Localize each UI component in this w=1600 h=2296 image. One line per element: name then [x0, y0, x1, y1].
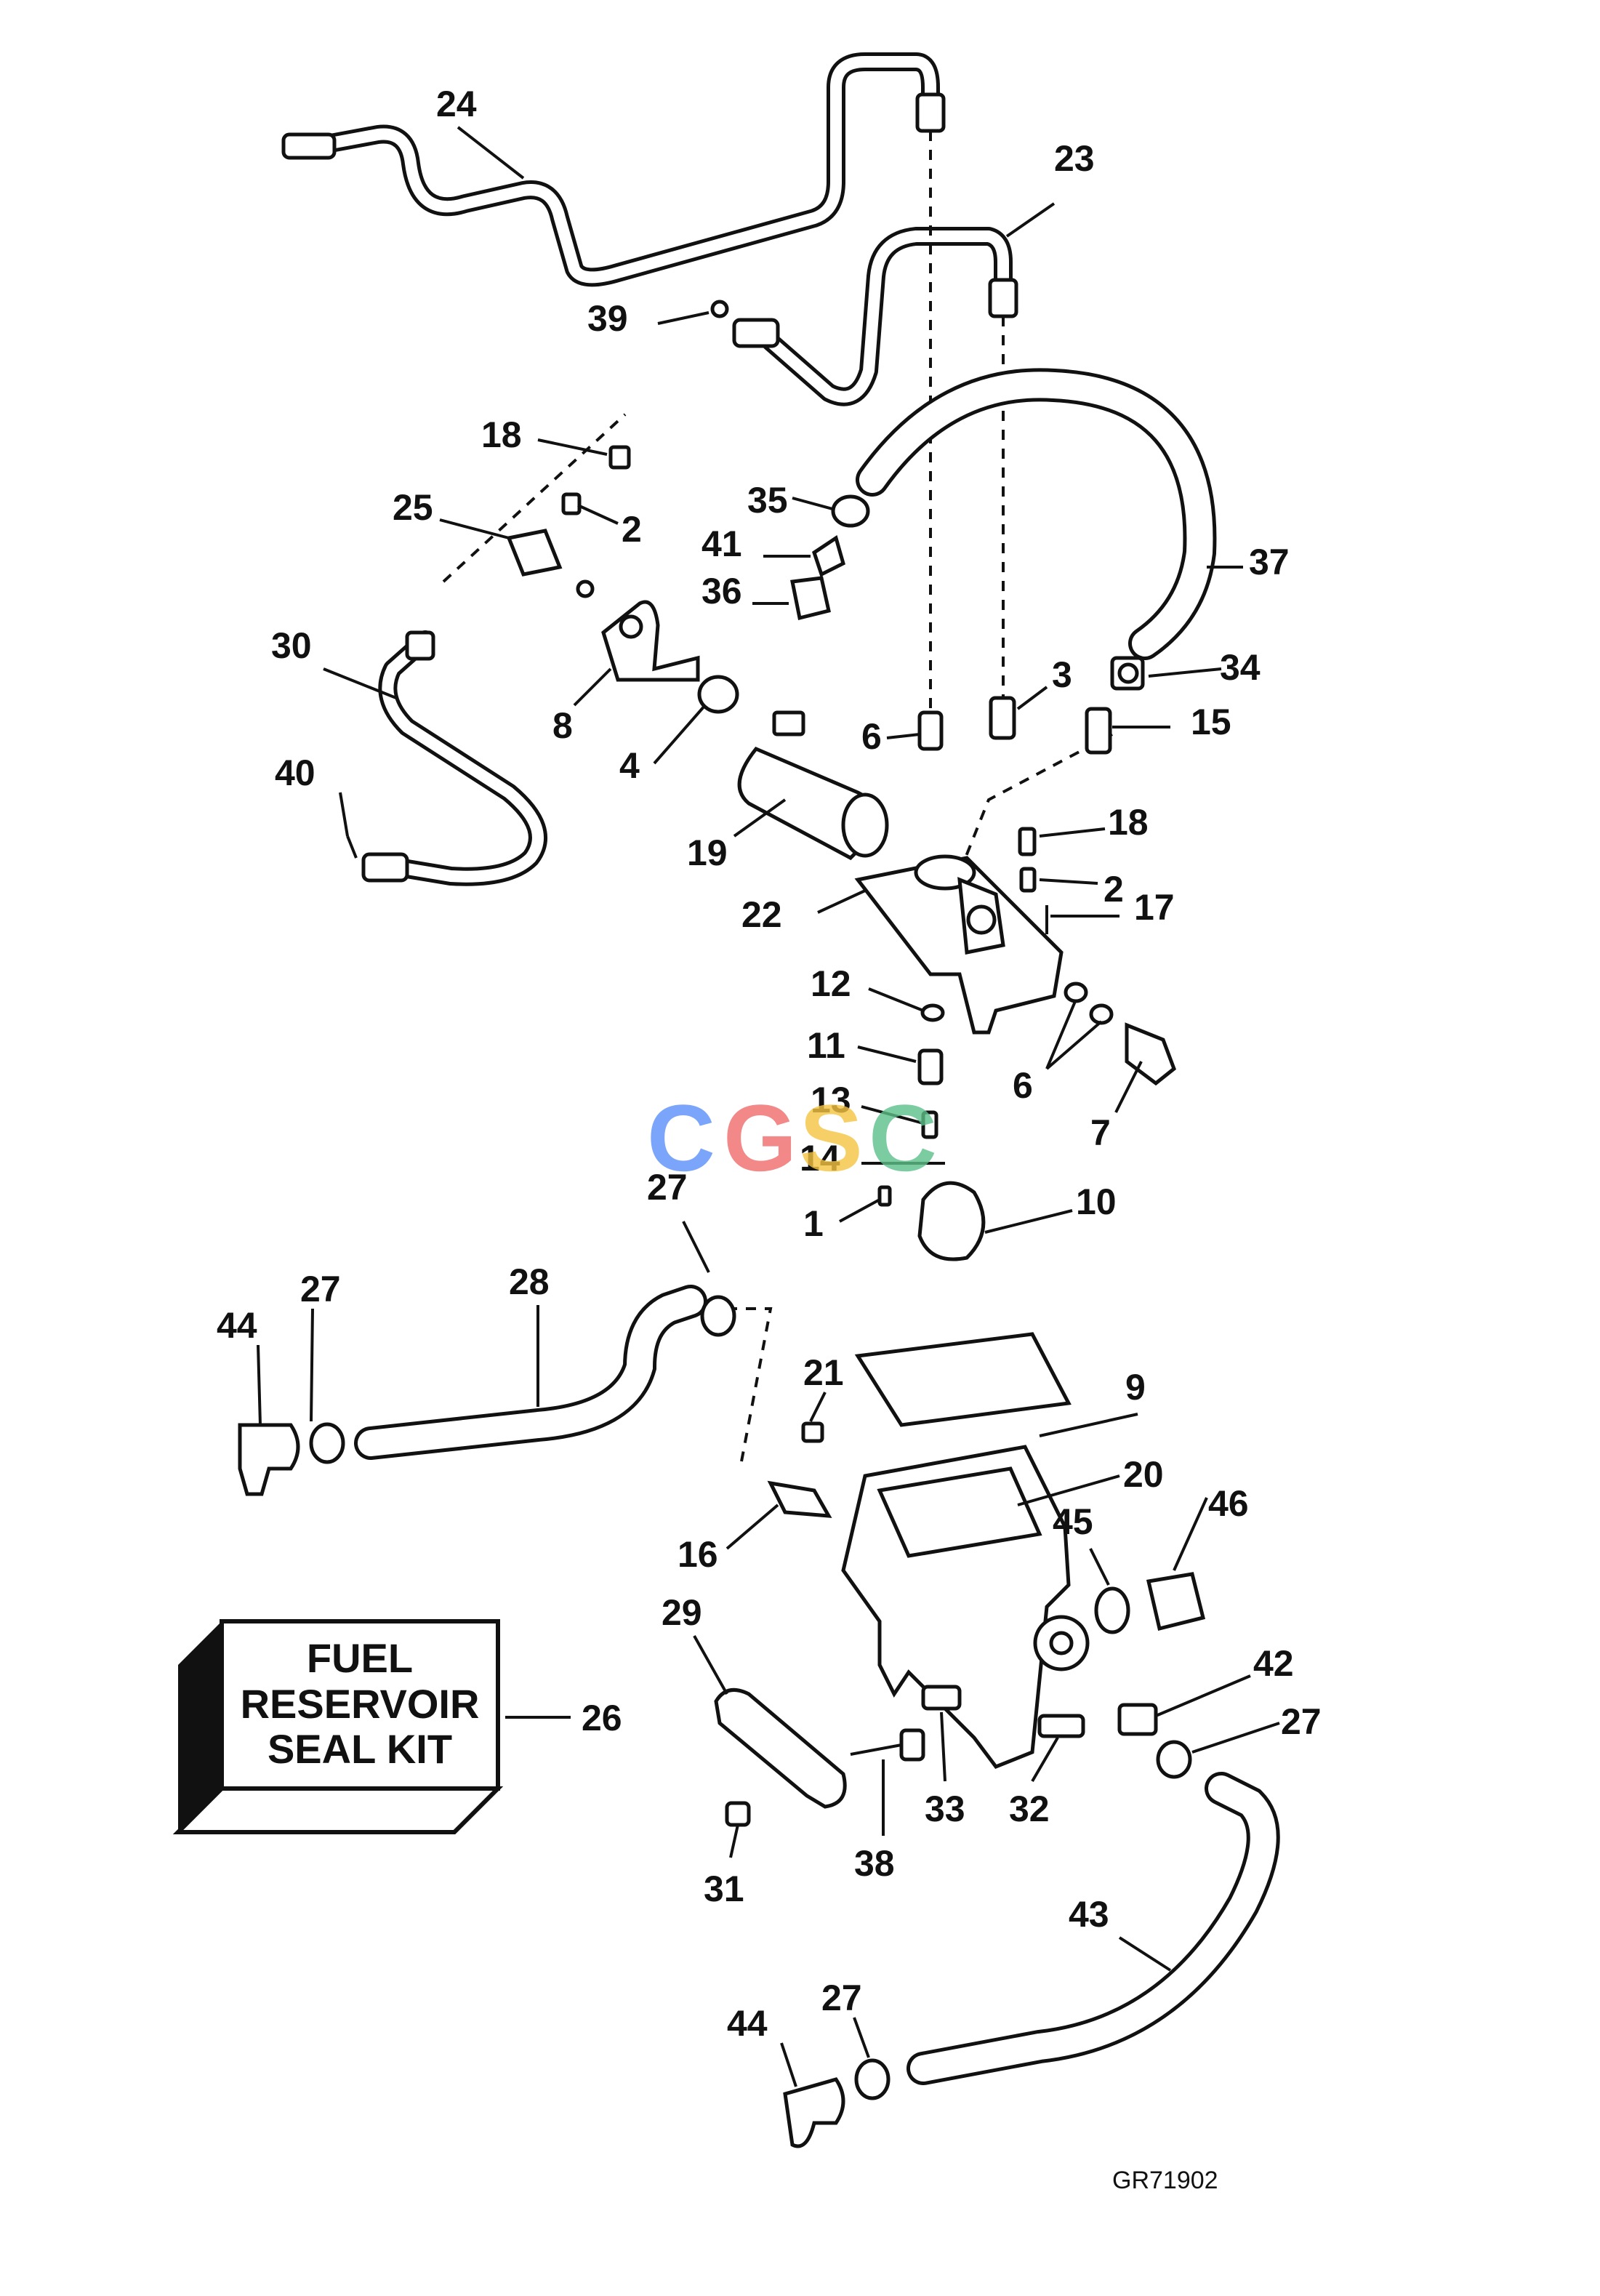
callout-15: 15: [1191, 702, 1231, 742]
callout-21: 21: [803, 1352, 844, 1393]
callout-42: 42: [1253, 1643, 1294, 1684]
callout-6-upper: 6: [861, 716, 882, 757]
callout-30: 30: [271, 625, 312, 666]
callout-34: 34: [1220, 647, 1261, 688]
watermark-logo: C G S C: [647, 1085, 937, 1191]
callout-36: 36: [701, 571, 742, 611]
callout-23: 23: [1054, 138, 1095, 179]
callout-35: 35: [747, 480, 788, 521]
kit-box-line-3: SEAL KIT: [268, 1726, 452, 1772]
reservoir-20: [767, 1332, 1090, 1770]
callout-27-upper: 27: [647, 1167, 688, 1208]
callout-18: 18: [481, 414, 522, 455]
callout-14: 14: [800, 1138, 840, 1179]
fittings-35-41-36: [790, 494, 870, 621]
callout-8: 8: [552, 705, 573, 746]
callout-41: 41: [701, 523, 742, 564]
small-parts-12-11-13-14-1-10-7: [877, 982, 1176, 1261]
callout-27-left: 27: [300, 1269, 341, 1309]
watermark-letter-1: C: [647, 1085, 715, 1191]
hose-28: [238, 1285, 736, 1496]
callout-31: 31: [704, 1868, 744, 1909]
callout-29: 29: [662, 1592, 702, 1633]
fuel-line-23: [710, 227, 1018, 406]
callout-10: 10: [1076, 1181, 1117, 1222]
callout-24: 24: [436, 84, 477, 124]
callout-labels: 24 23 39 18 2 25 35 41 36 37 30 8 4 3 34…: [217, 84, 1322, 2044]
callout-20: 20: [1123, 1454, 1164, 1495]
callout-22: 22: [741, 894, 782, 935]
sensor-25-bracket-8: [506, 445, 739, 714]
callout-19: 19: [687, 832, 728, 873]
bushings-45-46: [1094, 1572, 1206, 1634]
callout-13: 13: [811, 1080, 851, 1120]
lower-hose-43: [783, 1703, 1280, 2148]
callout-28: 28: [509, 1261, 550, 1302]
kit-box-line-2: RESERVOIR: [241, 1681, 480, 1727]
callout-9: 9: [1125, 1367, 1146, 1408]
watermark-letter-4: C: [869, 1085, 937, 1191]
callout-3: 3: [1052, 654, 1072, 695]
kit-box-26: FUEL RESERVOIR SEAL KIT: [172, 1619, 571, 1834]
callout-17: 17: [1134, 887, 1175, 928]
callout-7: 7: [1090, 1112, 1111, 1153]
callout-1: 1: [803, 1203, 824, 1244]
callout-18-lower: 18: [1108, 802, 1149, 843]
callout-11: 11: [807, 1025, 845, 1066]
callout-25: 25: [393, 487, 433, 528]
callout-leader-lines: [257, 126, 1280, 2087]
callout-16: 16: [678, 1534, 718, 1575]
return-hose-37: [856, 368, 1217, 660]
fuel-line-24: [281, 52, 946, 287]
callout-4: 4: [619, 745, 640, 786]
callout-27-lower: 27: [821, 1978, 862, 2018]
callout-38: 38: [854, 1843, 895, 1884]
callout-12: 12: [811, 963, 851, 1004]
watermark-letter-3: S: [800, 1085, 863, 1191]
callout-26: 26: [582, 1698, 622, 1738]
callout-46: 46: [1208, 1483, 1249, 1524]
callout-6-lower: 6: [1013, 1065, 1033, 1106]
callout-43: 43: [1069, 1894, 1109, 1935]
callout-2-lower: 2: [1103, 869, 1124, 910]
callout-39: 39: [587, 298, 628, 339]
callout-44-lower: 44: [727, 2003, 768, 2044]
callout-37: 37: [1249, 542, 1290, 582]
fittings-6-3-15-34: [917, 656, 1145, 755]
callout-44-upper: 44: [217, 1305, 257, 1346]
callout-2: 2: [622, 509, 642, 550]
watermark-letter-2: G: [723, 1085, 797, 1191]
callout-40: 40: [275, 752, 315, 793]
callout-33: 33: [925, 1789, 965, 1829]
diagram-code: GR71902: [1112, 2167, 1218, 2194]
mounting-bracket-22: [854, 827, 1064, 1035]
callout-32: 32: [1009, 1789, 1050, 1829]
callout-27-right: 27: [1281, 1701, 1322, 1742]
callout-45: 45: [1053, 1501, 1093, 1542]
kit-box-line-1: FUEL: [307, 1635, 413, 1681]
fuel-pump-19: [737, 710, 889, 861]
vapor-line-30: [346, 630, 547, 886]
